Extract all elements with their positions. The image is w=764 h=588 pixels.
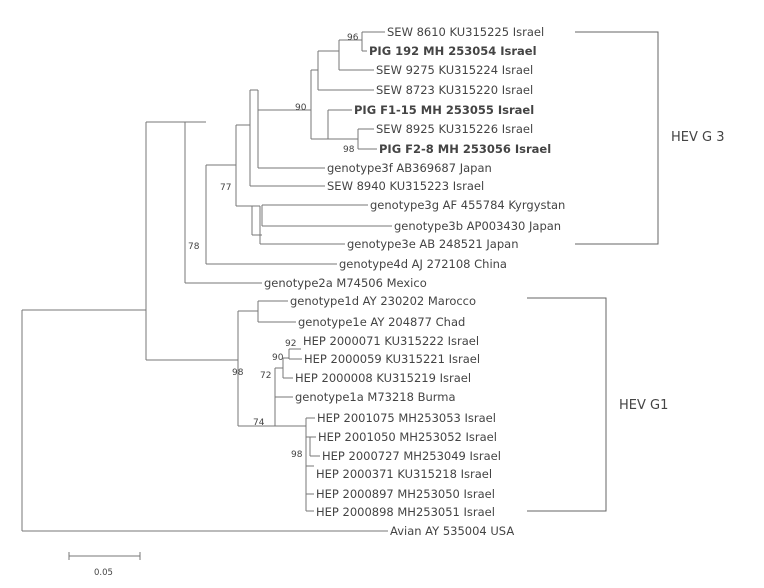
leaf-label: HEP 2000071 KU315222 Israel [303, 334, 479, 348]
leaf-label: HEP 2000898 MH253051 Israel [316, 505, 495, 519]
leaf-label: genotype3e AB 248521 Japan [347, 237, 518, 251]
support-value: 98 [291, 450, 303, 460]
leaf-label: SEW 8940 KU315223 Israel [327, 179, 484, 193]
support-value: 90 [295, 103, 307, 113]
leaf-label: HEP 2001050 MH253052 Israel [318, 430, 497, 444]
leaf-label: genotype2a M74506 Mexico [264, 276, 427, 290]
leaf-label: HEP 2000897 MH253050 Israel [316, 487, 495, 501]
leaf-label: Avian AY 535004 USA [390, 524, 514, 538]
scale-bar-label: 0.05 [94, 568, 113, 578]
support-value: 90 [272, 353, 284, 363]
leaf-label: HEP 2000059 KU315221 Israel [304, 352, 480, 366]
support-value: 72 [260, 371, 271, 381]
support-value: 98 [343, 145, 355, 155]
support-value: 78 [188, 242, 200, 252]
leaf-label: HEP 2000727 MH253049 Israel [322, 449, 501, 463]
support-value: 96 [347, 33, 359, 43]
support-value: 98 [232, 368, 244, 378]
leaf-label: PIG 192 MH 253054 Israel [369, 44, 537, 58]
leaf-label: genotype1d AY 230202 Marocco [290, 294, 476, 308]
leaf-label: genotype3f AB369687 Japan [327, 161, 492, 175]
leaf-label: HEP 2001075 MH253053 Israel [317, 411, 496, 425]
leaf-label: HEP 2000371 KU315218 Israel [316, 467, 492, 481]
scale-bar-line [68, 552, 141, 560]
leaf-label: SEW 9275 KU315224 Israel [376, 63, 533, 77]
leaf-labels: SEW 8610 KU315225 Israel PIG 192 MH 2530… [264, 25, 565, 538]
leaf-label: SEW 8925 KU315226 Israel [376, 122, 533, 136]
support-values: 96 90 98 77 78 92 90 72 98 98 74 [188, 33, 359, 460]
support-value: 92 [285, 339, 296, 349]
leaf-label: genotype3g AF 455784 Kyrgystan [370, 198, 565, 212]
support-value: 74 [253, 418, 265, 428]
leaf-label: SEW 8723 KU315220 Israel [376, 83, 533, 97]
leaf-label: PIG F1-15 MH 253055 Israel [354, 103, 534, 117]
leaf-label: genotype1a M73218 Burma [295, 390, 456, 404]
support-value: 77 [220, 183, 231, 193]
g3-bracket [575, 31, 659, 245]
leaf-label: HEP 2000008 KU315219 Israel [295, 371, 471, 385]
clade-label-g1: HEV G1 [619, 398, 668, 413]
leaf-label: SEW 8610 KU315225 Israel [387, 25, 544, 39]
clade-brackets [527, 31, 659, 512]
tree-branches [21, 31, 392, 560]
leaf-label: genotype1e AY 204877 Chad [298, 315, 465, 329]
leaf-label: genotype3b AP003430 Japan [394, 219, 561, 233]
clade-label-g3: HEV G 3 [671, 130, 725, 145]
leaf-label: genotype4d AJ 272108 China [339, 257, 507, 271]
g1-bracket [527, 297, 607, 512]
leaf-label: PIG F2-8 MH 253056 Israel [379, 142, 551, 156]
